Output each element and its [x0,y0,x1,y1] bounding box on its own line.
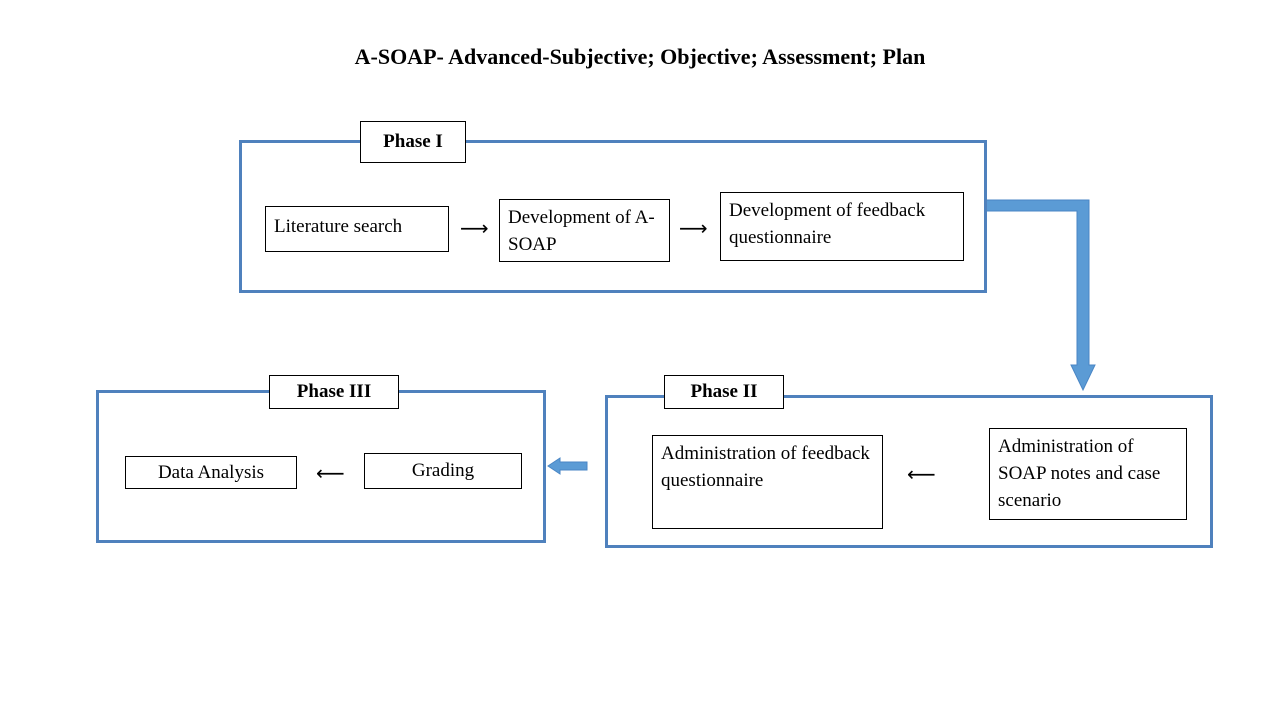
administration-feedback-questionnaire-box: Administration of feedback questionnaire [652,435,883,529]
phase-2-container [605,395,1213,548]
phase-1-container [239,140,987,293]
administration-soap-notes-box: Administration of SOAP notes and case sc… [989,428,1187,520]
development-asoap-box: Development of A-SOAP [499,199,670,262]
diagram-title: A-SOAP- Advanced-Subjective; Objective; … [354,44,926,69]
literature-search-box: Literature search [265,206,449,252]
phase1-to-phase2-arrow [985,199,1096,392]
right-arrow-icon: ⟶ [679,216,708,240]
phase2-to-phase3-arrow [547,457,588,475]
phase-2-label: Phase II [664,375,784,409]
left-arrow-icon: ⟵ [907,462,936,486]
grading-box: Grading [364,453,522,489]
data-analysis-box: Data Analysis [125,456,297,489]
phase-3-label: Phase III [269,375,399,409]
left-arrow-icon: ⟵ [316,461,345,485]
phase-1-label: Phase I [360,121,466,163]
development-feedback-questionnaire-box: Development of feedback questionnaire [720,192,964,261]
right-arrow-icon: ⟶ [460,216,489,240]
